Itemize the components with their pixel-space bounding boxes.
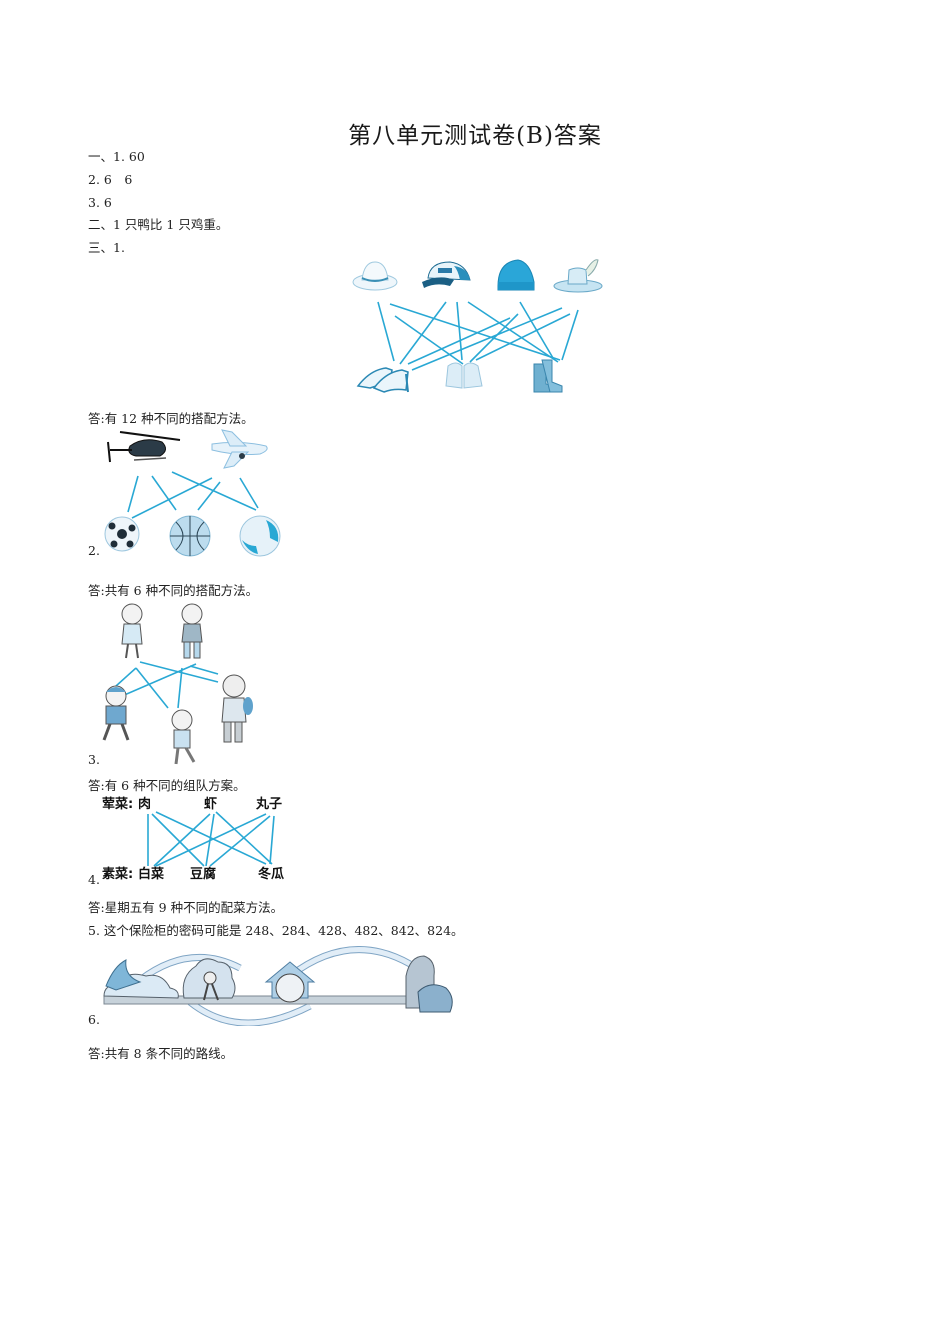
basketball-icon [169,515,211,557]
route-arcs [137,946,412,1026]
meat-item: 虾 [204,796,217,812]
connection-lines [147,811,275,867]
soccer-ball-icon [104,516,140,552]
answer-3-4: 答:星期五有 9 种不同的配菜方法。 [88,900,284,915]
figure-6-number: 6. [88,1012,100,1027]
baseball-cap-icon [422,261,471,288]
girl-1-icon [121,603,143,659]
answer-2: 二、1 只鸭比 1 只鸡重。 [88,217,229,232]
figure-4-number: 4. [88,872,100,887]
volleyball-icon [239,515,281,557]
bird-on-cloud-icon [103,959,179,999]
meat-item: 肉 [138,796,151,812]
knit-beanie-icon [497,259,535,291]
boy-cap-icon [102,685,130,741]
kids-team-figure [98,600,268,768]
answer-3-2: 答:共有 6 种不同的搭配方法。 [88,583,259,598]
answer-3-1: 答:有 12 种不同的搭配方法。 [88,411,254,426]
answer-1-1: 一、1. 60 [88,149,145,164]
meat-item: 丸子 [255,796,282,812]
vehicles-balls-figure [100,428,290,558]
veg-item: 豆腐 [190,866,216,882]
answer-3-3: 答:有 6 种不同的组队方案。 [88,778,246,793]
helicopter-icon [107,431,181,463]
figure-3-number: 3. [88,752,100,767]
figure-2-number: 2. [88,543,100,558]
veg-item: 冬瓜 [258,866,284,882]
tiger-cave-icon [405,955,453,1013]
feathered-hat-icon [553,259,603,293]
airplane-icon [211,429,268,469]
section-3-heading: 三、1. [88,240,125,255]
answer-3-6: 答:共有 8 条不同的路线。 [88,1046,234,1061]
meat-label: 荤菜: [102,796,133,812]
boy-tall-icon [221,674,253,743]
veg-item: 白菜 [138,866,164,882]
routes-figure [100,946,460,1026]
connection-lines [115,661,219,709]
answer-3-5: 5. 这个保险柜的密码可能是 248、284、428、482、842、824。 [88,923,464,938]
white-fedora-hat-icon [352,261,398,291]
answer-1-2: 2. 6 6 [88,172,133,187]
elephant-house-icon [264,961,316,1003]
boy-waving-icon [171,709,196,765]
sneakers-icon [445,362,483,389]
connection-lines [377,301,579,371]
high-heel-shoes-icon [356,367,409,393]
page-title: 第八单元测试卷(B)答案 [348,123,602,149]
monkey-rock-icon [182,958,236,1001]
dishes-figure: 荤菜: 肉 虾 丸子 素菜: 白菜 豆腐 冬瓜 [100,794,300,886]
veg-label: 素菜: [102,866,133,882]
girl-2-icon [181,603,203,659]
connection-lines [127,471,259,519]
answer-1-3: 3. 6 [88,195,112,210]
hats-shoes-figure [350,256,610,396]
boots-icon [533,359,563,393]
